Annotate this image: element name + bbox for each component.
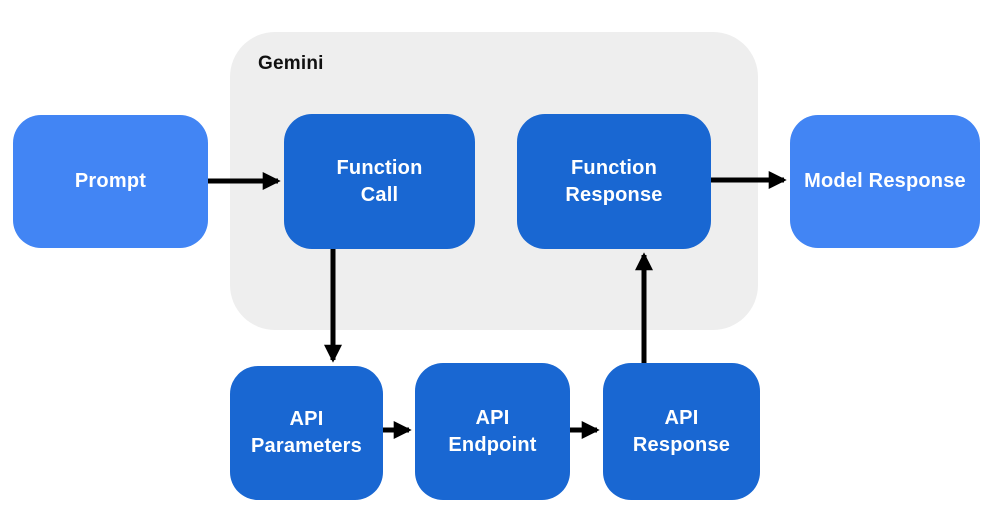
node-api-parameters-label: API Parameters bbox=[251, 408, 362, 457]
node-model-response-label: Model Response bbox=[804, 170, 966, 192]
node-api-endpoint-label: API Endpoint bbox=[448, 406, 537, 456]
node-api-response-label: API Response bbox=[632, 406, 731, 456]
node-function-response: Function Response bbox=[517, 114, 711, 249]
node-function-response-label: Function Response bbox=[565, 156, 663, 206]
node-model-response: Model Response bbox=[790, 115, 980, 248]
node-api-endpoint: API Endpoint bbox=[415, 363, 570, 500]
node-function-call: Function Call bbox=[284, 114, 475, 249]
node-prompt: Prompt bbox=[13, 115, 208, 248]
node-api-parameters: API Parameters bbox=[230, 366, 383, 500]
node-api-response: API Response bbox=[603, 363, 760, 500]
node-prompt-label: Prompt bbox=[74, 170, 147, 192]
gemini-container-label: Gemini bbox=[258, 53, 324, 74]
node-function-call-label: Function Call bbox=[336, 156, 423, 206]
